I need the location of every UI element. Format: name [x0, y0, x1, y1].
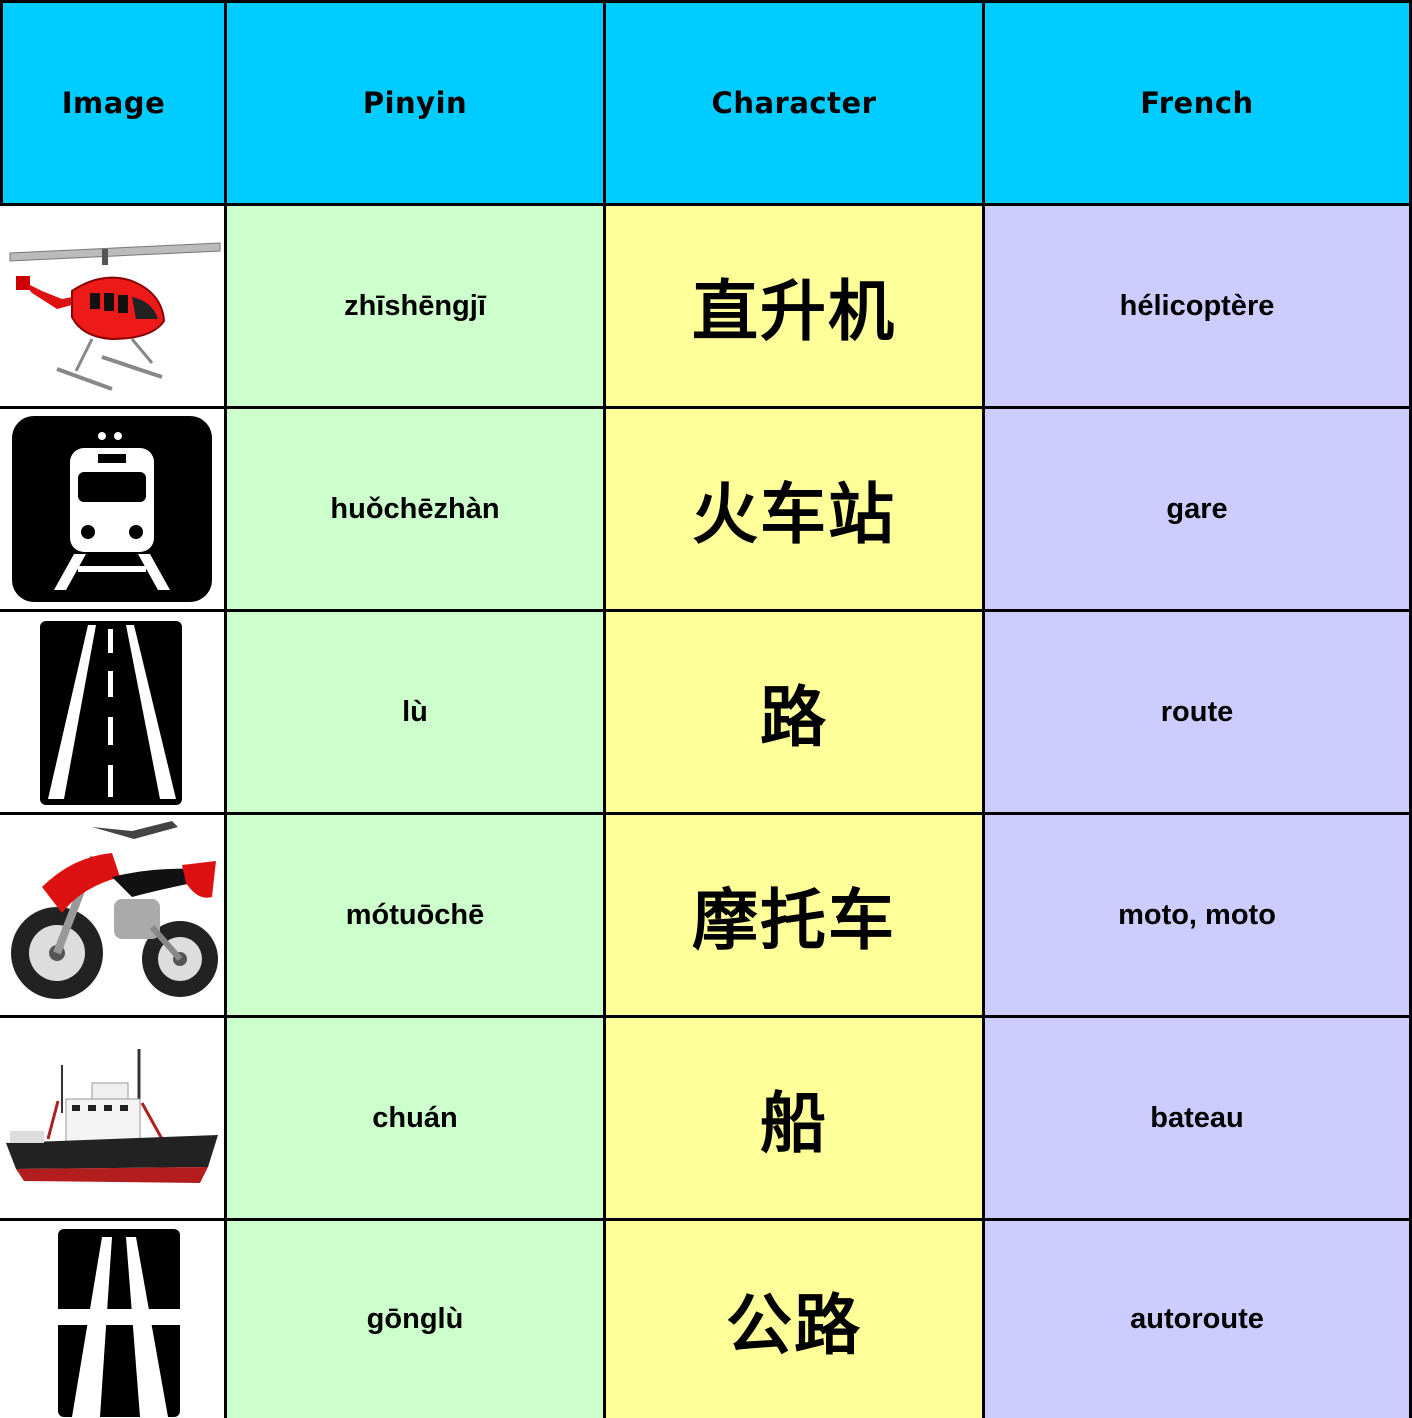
train-station-icon [12, 416, 212, 602]
helicopter-icon [9, 242, 221, 391]
header-french: French [985, 0, 1412, 206]
image-cell-train-station [0, 409, 227, 612]
character-text: 直升机 [692, 273, 896, 350]
french-cell: moto, moto [985, 815, 1412, 1018]
pinyin-text: huǒchēzhàn [330, 492, 500, 525]
character-text: 路 [760, 679, 828, 756]
character-cell: 路 [606, 612, 985, 815]
header-pinyin-label: Pinyin [362, 86, 468, 120]
image-cell-ship [0, 1018, 227, 1221]
pinyin-text: mótuōchē [345, 898, 485, 931]
header-image-label: Image [61, 86, 166, 120]
character-cell: 船 [606, 1018, 985, 1221]
road-icon [40, 621, 182, 805]
pinyin-text: lù [402, 695, 428, 728]
character-cell: 公路 [606, 1221, 985, 1418]
image-cell-road [0, 612, 227, 815]
character-cell: 直升机 [606, 206, 985, 409]
header-pinyin: Pinyin [227, 0, 606, 206]
french-cell: hélicoptère [985, 206, 1412, 409]
motorcycle-icon [11, 821, 218, 999]
header-french-label: French [1140, 86, 1254, 120]
character-cell: 火车站 [606, 409, 985, 612]
header-image: Image [0, 0, 227, 206]
header-character-label: Character [711, 86, 877, 120]
image-cell-highway [0, 1221, 227, 1418]
french-cell: route [985, 612, 1412, 815]
ship-icon [6, 1049, 218, 1183]
character-text: 公路 [726, 1286, 862, 1364]
character-cell: 摩托车 [606, 815, 985, 1018]
pinyin-cell: chuán [227, 1018, 606, 1221]
character-text: 船 [760, 1085, 828, 1162]
french-cell: bateau [985, 1018, 1412, 1221]
highway-icon [58, 1228, 180, 1417]
pinyin-text: gōnglù [366, 1303, 464, 1335]
header-character: Character [606, 0, 985, 206]
pinyin-text: zhīshēngjī [344, 289, 486, 322]
french-text: autoroute [1130, 1303, 1264, 1335]
image-cell-motorcycle [0, 815, 227, 1018]
pinyin-cell: lù [227, 612, 606, 815]
pinyin-cell: gōnglù [227, 1221, 606, 1418]
pinyin-cell: mótuōchē [227, 815, 606, 1018]
character-text: 火车站 [692, 476, 896, 553]
french-text: gare [1166, 492, 1228, 525]
french-cell: autoroute [985, 1221, 1412, 1418]
pinyin-cell: huǒchēzhàn [227, 409, 606, 612]
image-cell-helicopter [0, 206, 227, 409]
character-text: 摩托车 [692, 882, 896, 959]
french-text: route [1160, 695, 1234, 728]
french-cell: gare [985, 409, 1412, 612]
french-text: hélicoptère [1119, 289, 1275, 322]
french-text: moto, moto [1118, 898, 1276, 931]
pinyin-text: chuán [372, 1101, 458, 1134]
pinyin-cell: zhīshēngjī [227, 206, 606, 409]
french-text: bateau [1150, 1101, 1244, 1134]
